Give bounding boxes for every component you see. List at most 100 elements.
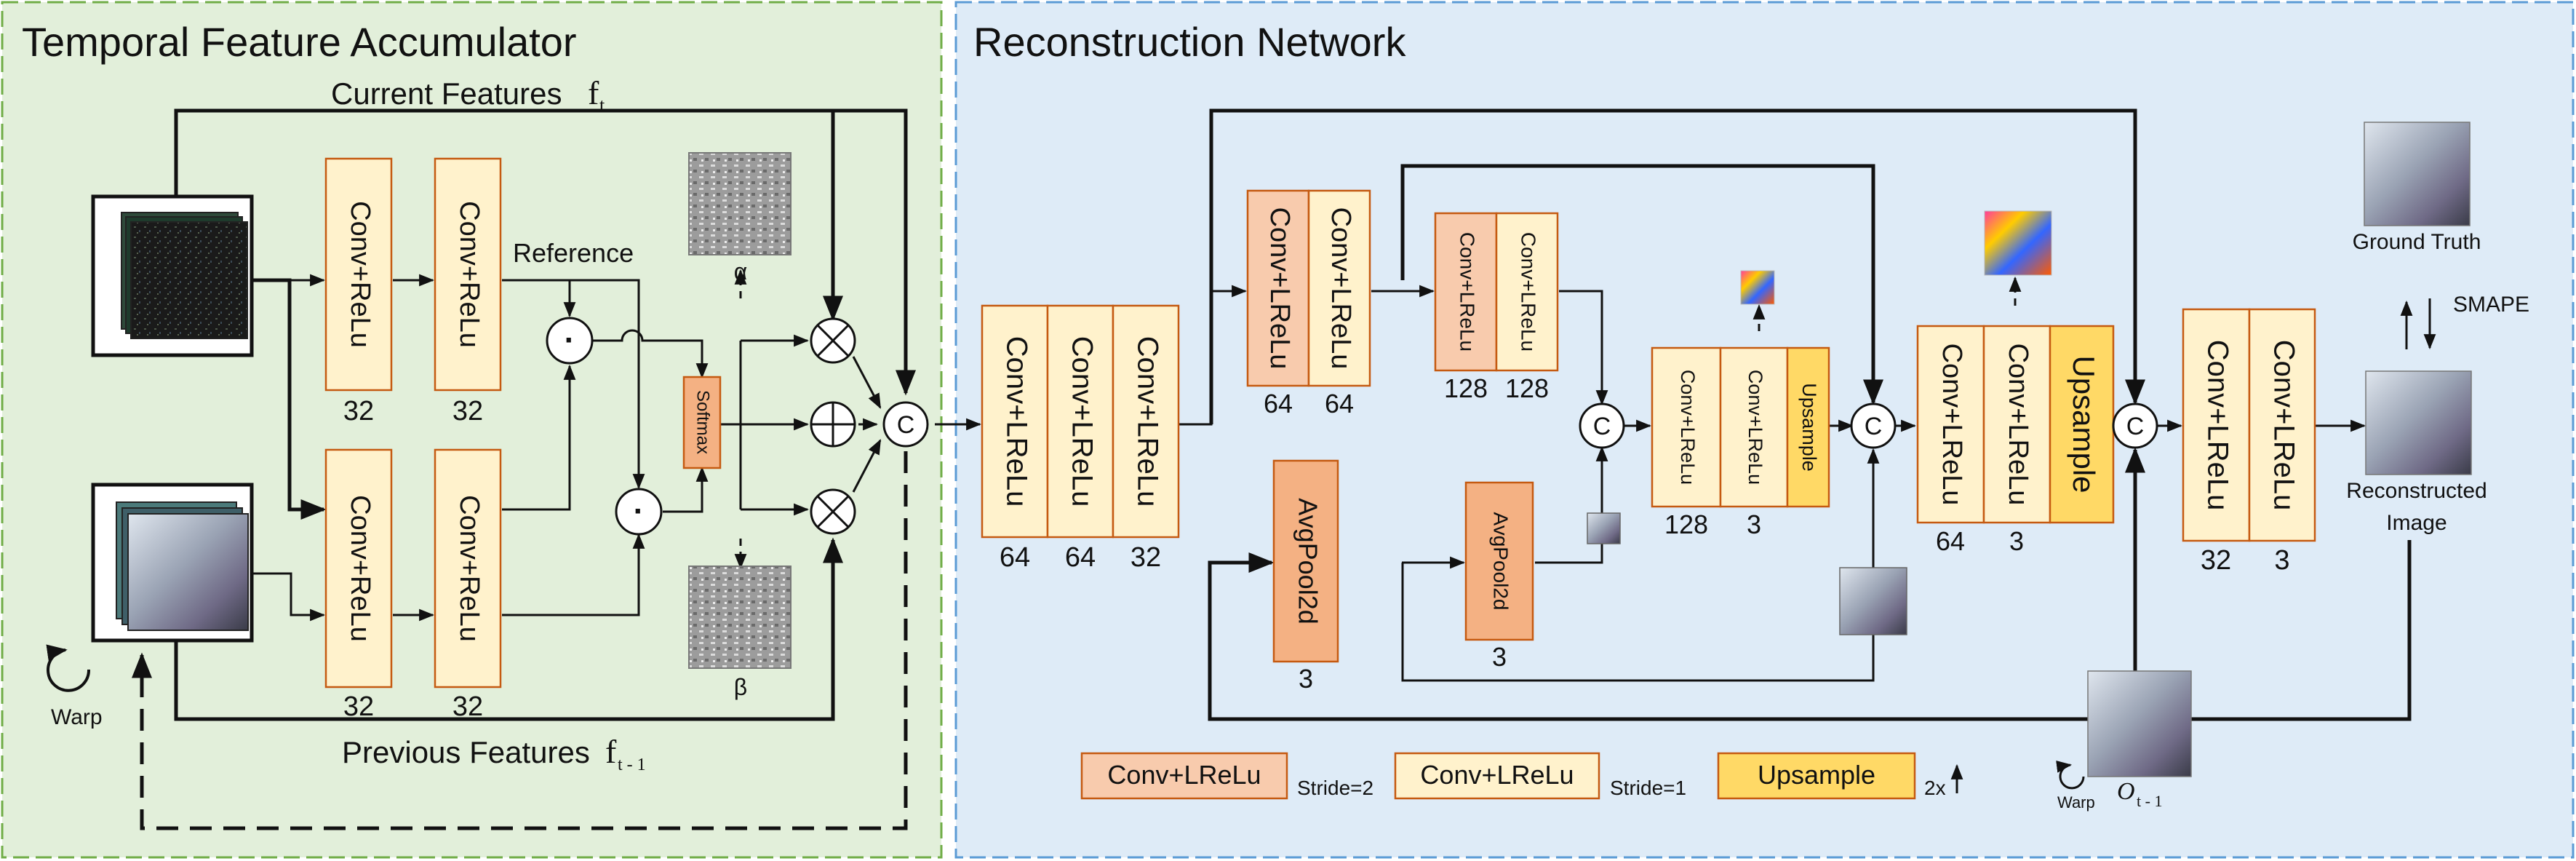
concat-node-3: C bbox=[2112, 402, 2158, 449]
dot-product-node-2: · bbox=[615, 488, 663, 536]
svg-text:32: 32 bbox=[2201, 545, 2231, 576]
svg-text:Conv+ReLu: Conv+ReLu bbox=[345, 495, 375, 642]
svg-text:64: 64 bbox=[1264, 389, 1293, 418]
svg-text:3: 3 bbox=[1492, 642, 1507, 672]
warp-icon: Warp bbox=[46, 644, 103, 729]
concat-node-tfa: C bbox=[882, 401, 929, 448]
recon-output-block: Conv+LReLu Conv+LReLu 32 3 bbox=[2182, 308, 2316, 576]
beta-label: β bbox=[734, 674, 747, 700]
svg-text:Conv+LReLu: Conv+LReLu bbox=[2201, 340, 2233, 511]
avgpool-block-1: AvgPool2d 3 bbox=[1272, 459, 1339, 694]
concat-node-1: C bbox=[1579, 402, 1625, 449]
svg-text:3: 3 bbox=[1747, 509, 1761, 539]
svg-text:Conv+LReLu: Conv+LReLu bbox=[1456, 232, 1479, 352]
recon-encoder-2: Conv+LReLu Conv+LReLu 64 64 bbox=[1246, 189, 1371, 418]
svg-text:32: 32 bbox=[343, 691, 374, 722]
recon-title: Reconstruction Network bbox=[973, 19, 1406, 65]
legend-item-stride1: Conv+LReLu bbox=[1420, 760, 1574, 790]
intermediate-output-small bbox=[1740, 270, 1775, 305]
svg-text:Conv+LReLu: Conv+LReLu bbox=[1744, 370, 1766, 485]
legend-note-upsample: 2x bbox=[1924, 777, 1946, 799]
alpha-label: α bbox=[734, 258, 748, 285]
svg-text:Current Features: Current Features bbox=[331, 76, 562, 111]
svg-text:Softmax: Softmax bbox=[693, 390, 713, 454]
svg-text:128: 128 bbox=[1505, 373, 1549, 403]
tfa-panel bbox=[1, 1, 943, 859]
recon-encoder-1: Conv+LReLu Conv+LReLu Conv+LReLu 64 64 3… bbox=[981, 304, 1180, 573]
svg-text:Previous Features: Previous Features bbox=[342, 735, 590, 769]
svg-text:Conv+LReLu: Conv+LReLu bbox=[1131, 336, 1163, 507]
svg-text:64: 64 bbox=[1936, 526, 1965, 556]
svg-text:3: 3 bbox=[2274, 545, 2289, 576]
current-feature-stack bbox=[91, 194, 254, 357]
svg-text:Warp: Warp bbox=[51, 705, 103, 729]
recon-encoder-3: Conv+LReLu Conv+LReLu 128 128 bbox=[1434, 212, 1559, 403]
svg-text:Conv+LReLu: Conv+LReLu bbox=[1000, 336, 1032, 507]
concat-node-2: C bbox=[1850, 402, 1897, 449]
previous-feature-stack bbox=[91, 483, 254, 643]
alpha-map-image bbox=[688, 152, 791, 255]
legend: Conv+LReLu Stride=2 Conv+LReLu Stride=1 … bbox=[1080, 752, 1963, 800]
svg-text:Upsample: Upsample bbox=[1798, 383, 1820, 472]
tfa-conv-block-1: Conv+ReLu 32 bbox=[324, 157, 393, 426]
svg-text:3: 3 bbox=[2009, 526, 2024, 556]
svg-text:C: C bbox=[897, 411, 915, 439]
recon-decoder-1: Conv+LReLu Conv+LReLu Upsample 128 3 bbox=[1651, 346, 1830, 539]
previous-output-label: O t - 1 bbox=[2117, 778, 2162, 810]
svg-text:32: 32 bbox=[452, 691, 483, 722]
legend-swatch-upsample bbox=[1717, 752, 1916, 800]
legend-swatch-stride2 bbox=[1080, 752, 1288, 800]
ground-truth-image bbox=[2364, 122, 2471, 226]
svg-text:Conv+ReLu: Conv+ReLu bbox=[454, 201, 485, 348]
svg-text:Conv+LReLu: Conv+LReLu bbox=[1937, 344, 1967, 506]
svg-text:32: 32 bbox=[452, 396, 483, 426]
reconstructed-label-line1: Reconstructed bbox=[2346, 479, 2487, 503]
tfa-conv-block-2: Conv+ReLu 32 bbox=[434, 157, 502, 426]
svg-text:Conv+ReLu: Conv+ReLu bbox=[454, 495, 485, 642]
previous-features-label: Previous Features f t - 1 bbox=[342, 733, 646, 774]
reconstructed-image bbox=[2365, 370, 2472, 475]
svg-text:32: 32 bbox=[1131, 542, 1161, 573]
current-features-label: Current Features f t bbox=[331, 74, 605, 116]
svg-text:C: C bbox=[2126, 413, 2145, 440]
softmax-block: Softmax bbox=[682, 376, 722, 469]
svg-text:t - 1: t - 1 bbox=[618, 755, 646, 774]
multiply-node-alpha bbox=[810, 317, 856, 364]
svg-text:·: · bbox=[565, 322, 575, 358]
legend-note-stride2: Stride=2 bbox=[1297, 777, 1373, 799]
add-node bbox=[810, 401, 856, 448]
recon-decoder-2: Conv+LReLu Conv+LReLu Upsample 64 3 bbox=[1916, 325, 2115, 556]
legend-swatch-stride1 bbox=[1394, 752, 1600, 800]
svg-text:Upsample: Upsample bbox=[2067, 355, 2101, 493]
svg-text:128: 128 bbox=[1664, 509, 1708, 539]
svg-text:Conv+LReLu: Conv+LReLu bbox=[1518, 232, 1540, 352]
svg-text:C: C bbox=[1593, 413, 1611, 440]
recon-skip-connections bbox=[1208, 108, 2412, 721]
smape-label: SMAPE bbox=[2453, 293, 2529, 317]
svg-text:32: 32 bbox=[343, 396, 374, 426]
svg-text:·: · bbox=[634, 493, 645, 529]
svg-text:Conv+ReLu: Conv+ReLu bbox=[345, 201, 375, 348]
reference-label: Reference bbox=[513, 238, 634, 268]
downsampled-image-medium bbox=[1839, 567, 1907, 635]
tfa-conv-block-4: Conv+ReLu 32 bbox=[434, 448, 502, 722]
svg-text:64: 64 bbox=[1325, 389, 1354, 418]
downsampled-image-small bbox=[1587, 512, 1621, 544]
svg-text:128: 128 bbox=[1444, 373, 1488, 403]
svg-text:t: t bbox=[599, 95, 605, 116]
svg-text:64: 64 bbox=[1065, 542, 1096, 573]
multiply-node-beta bbox=[810, 488, 856, 535]
svg-text:O: O bbox=[2117, 778, 2135, 805]
beta-map-image bbox=[688, 566, 791, 669]
svg-text:t - 1: t - 1 bbox=[2137, 792, 2162, 810]
svg-text:AvgPool2d: AvgPool2d bbox=[1293, 498, 1323, 624]
ground-truth-label: Ground Truth bbox=[2353, 230, 2481, 254]
svg-text:Conv+LReLu: Conv+LReLu bbox=[1677, 370, 1699, 485]
legend-item-upsample: Upsample bbox=[1758, 760, 1875, 790]
svg-text:AvgPool2d: AvgPool2d bbox=[1490, 512, 1512, 611]
legend-note-stride1: Stride=1 bbox=[1610, 777, 1686, 799]
svg-text:Conv+LReLu: Conv+LReLu bbox=[1264, 207, 1295, 370]
reconstructed-label-line2: Image bbox=[2386, 511, 2447, 535]
svg-text:3: 3 bbox=[1299, 664, 1313, 694]
